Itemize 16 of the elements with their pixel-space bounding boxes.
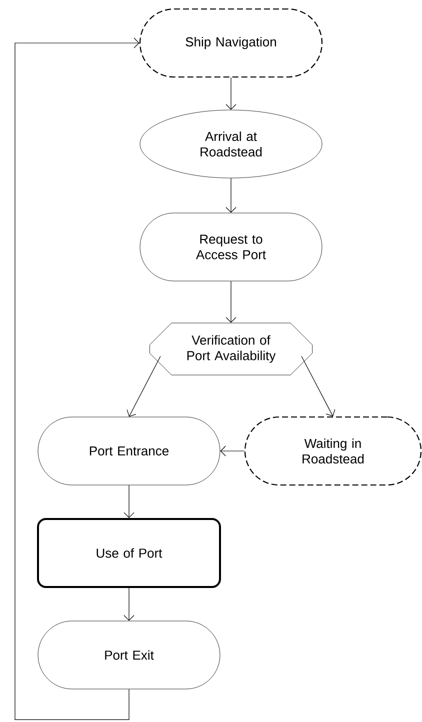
arrow: [124, 484, 134, 518]
arrow: [226, 178, 236, 213]
process-terminal: Port Exit: [38, 620, 220, 690]
arrow: [124, 588, 134, 621]
arrow: [301, 356, 336, 416]
process-terminal: Port Entrance: [38, 416, 220, 486]
start-terminal: Ship Navigation: [139, 8, 323, 78]
arrow: [220, 446, 245, 456]
arrow: [126, 356, 161, 417]
waiting-terminal: Waiting in Roadstead: [244, 416, 422, 486]
decision-box: Verification of Port Availability: [150, 322, 312, 376]
process-box: Use of Port: [37, 518, 221, 588]
arrow: [226, 77, 236, 110]
arrow: [14, 38, 140, 720]
process-terminal: Request to Access Port: [140, 212, 322, 282]
arrow: [226, 280, 236, 323]
